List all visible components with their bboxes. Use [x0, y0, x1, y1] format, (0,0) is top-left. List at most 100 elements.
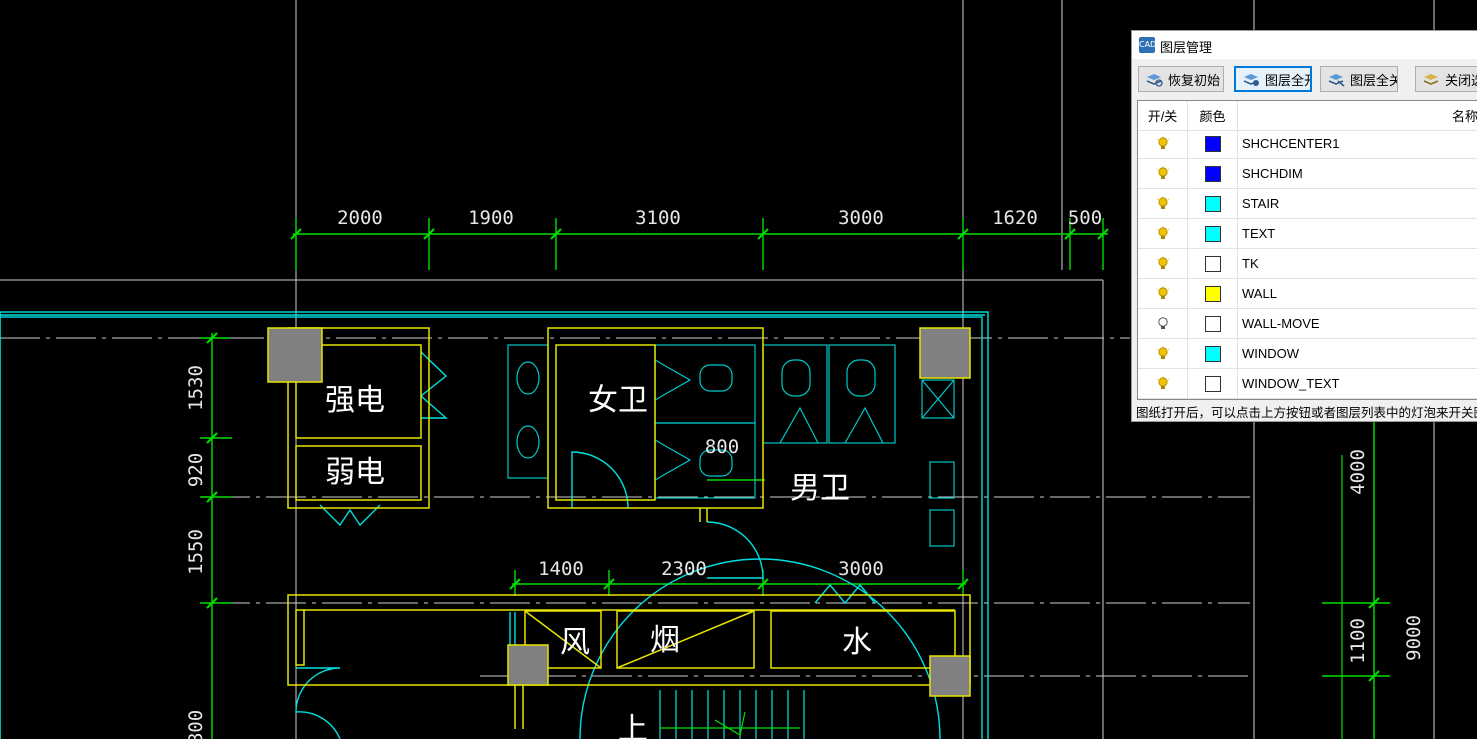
layer-color-swatch[interactable] — [1204, 375, 1221, 392]
dimension-text: 1100 — [1347, 618, 1369, 664]
layer-table-header: 开/关 颜色 名称 — [1138, 101, 1477, 131]
dimension-text: 1550 — [185, 529, 207, 575]
layer-color-cell[interactable] — [1188, 189, 1238, 218]
lightbulb-on-icon[interactable] — [1156, 226, 1170, 242]
close-selected-button[interactable]: 关闭选 — [1415, 66, 1477, 92]
column — [507, 644, 549, 686]
layer-toggle-cell[interactable] — [1138, 339, 1188, 368]
lightbulb-on-icon[interactable] — [1156, 136, 1170, 152]
restore-layers-icon — [1146, 74, 1163, 87]
layer-color-cell[interactable] — [1188, 249, 1238, 278]
layer-name: SHCHDIM — [1242, 166, 1303, 181]
door-swing — [295, 667, 341, 713]
layer-color-cell[interactable] — [1188, 339, 1238, 368]
layer-color-cell[interactable] — [1188, 159, 1238, 188]
layer-color-cell[interactable] — [1188, 279, 1238, 308]
layer-row[interactable]: WALL — [1138, 279, 1477, 309]
dimension-text: 1530 — [185, 365, 207, 411]
app-logo-icon: CAD — [1139, 37, 1156, 53]
layer-color-swatch[interactable] — [1204, 315, 1221, 332]
layer-row[interactable]: WINDOW_TEXT — [1138, 369, 1477, 399]
layer-row[interactable]: TK — [1138, 249, 1477, 279]
dimension-text: 1900 — [468, 207, 514, 229]
layer-row[interactable]: STAIR — [1138, 189, 1477, 219]
layer-color-swatch[interactable] — [1204, 345, 1221, 362]
layer-row[interactable]: WINDOW — [1138, 339, 1477, 369]
layer-color-cell[interactable] — [1188, 219, 1238, 248]
dimension-text: 2000 — [337, 207, 383, 229]
layer-color-swatch[interactable] — [1204, 255, 1221, 272]
layer-color-swatch[interactable] — [1204, 165, 1221, 182]
layers-all-off-button[interactable]: 图层全关 — [1320, 66, 1398, 92]
layer-color-cell[interactable] — [1188, 129, 1238, 158]
dimension-text: 800 — [185, 710, 207, 739]
dimension-text: 4000 — [1347, 449, 1369, 495]
layer-toggle-cell[interactable] — [1138, 129, 1188, 158]
layer-name: WALL-MOVE — [1242, 316, 1320, 331]
layer-toggle-cell[interactable] — [1138, 249, 1188, 278]
column-header-on-off[interactable]: 开/关 — [1138, 101, 1188, 130]
layer-color-swatch[interactable] — [1204, 225, 1221, 242]
room-label: 水 — [842, 625, 872, 660]
close-selected-icon — [1423, 74, 1439, 85]
column — [919, 327, 971, 379]
layer-name: SHCHCENTER1 — [1242, 136, 1340, 151]
column-header-color[interactable]: 颜色 — [1188, 101, 1238, 130]
lightbulb-on-icon[interactable] — [1156, 166, 1170, 182]
layers-all-off-label: 图层全关 — [1350, 72, 1398, 88]
dimension-text: 3100 — [635, 207, 681, 229]
layers-all-off-icon — [1328, 74, 1345, 87]
layer-row[interactable]: TEXT — [1138, 219, 1477, 249]
panel-titlebar[interactable]: CAD 图层管理 — [1132, 31, 1477, 59]
layer-row[interactable]: SHCHCENTER1 — [1138, 129, 1477, 159]
layer-manager-panel[interactable]: CAD 图层管理 恢复初始 图层全开 图层全关 — [1131, 30, 1477, 422]
wall-outline — [547, 327, 764, 509]
window-symbol — [319, 504, 381, 527]
layer-name: TK — [1242, 256, 1259, 271]
layer-toggle-cell[interactable] — [1138, 369, 1188, 398]
layer-toggle-cell[interactable] — [1138, 189, 1188, 218]
layers-all-on-label: 图层全开 — [1265, 72, 1312, 88]
layers-all-on-button[interactable]: 图层全开 — [1234, 66, 1312, 92]
panel-toolbar: 恢复初始 图层全开 图层全关 关闭选 — [1132, 59, 1477, 97]
panel-title: 图层管理 — [1160, 40, 1213, 55]
room-label: 强电 — [325, 383, 385, 418]
layer-toggle-cell[interactable] — [1138, 309, 1188, 338]
door-swing — [706, 521, 764, 579]
layer-color-swatch[interactable] — [1204, 285, 1221, 302]
dimension-text: 800 — [705, 436, 739, 458]
room-label: 风 — [560, 625, 590, 660]
dimension-text: 1400 — [538, 558, 584, 580]
dimension-text: 500 — [1068, 207, 1102, 229]
column-header-name[interactable]: 名称 — [1238, 101, 1477, 130]
close-selected-label: 关闭选 — [1445, 72, 1477, 88]
layer-color-cell[interactable] — [1188, 369, 1238, 398]
layer-color-cell[interactable] — [1188, 309, 1238, 338]
restore-initial-label: 恢复初始 — [1168, 72, 1221, 88]
layer-toggle-cell[interactable] — [1138, 159, 1188, 188]
layer-row[interactable]: SHCHDIM — [1138, 159, 1477, 189]
room-label: 弱电 — [325, 455, 385, 490]
dimension-text: 9000 — [1403, 615, 1425, 661]
layer-toggle-cell[interactable] — [1138, 219, 1188, 248]
layer-name: STAIR — [1242, 196, 1280, 211]
lightbulb-off-icon[interactable] — [1156, 316, 1170, 332]
restore-initial-button[interactable]: 恢复初始 — [1138, 66, 1224, 92]
lightbulb-on-icon[interactable] — [1156, 256, 1170, 272]
layer-row[interactable]: WALL-MOVE — [1138, 309, 1477, 339]
lightbulb-on-icon[interactable] — [1156, 196, 1170, 212]
lightbulb-on-icon[interactable] — [1156, 346, 1170, 362]
layer-toggle-cell[interactable] — [1138, 279, 1188, 308]
layer-name: WINDOW_TEXT — [1242, 376, 1340, 391]
wall-outline — [287, 594, 971, 686]
door-swing — [571, 451, 629, 509]
layer-color-swatch[interactable] — [1204, 135, 1221, 152]
layers-all-on-icon — [1243, 74, 1259, 86]
lightbulb-on-icon[interactable] — [1156, 376, 1170, 392]
lightbulb-on-icon[interactable] — [1156, 286, 1170, 302]
layer-color-swatch[interactable] — [1204, 195, 1221, 212]
dimension-text: 920 — [185, 453, 207, 487]
room-label: 烟 — [650, 623, 680, 658]
